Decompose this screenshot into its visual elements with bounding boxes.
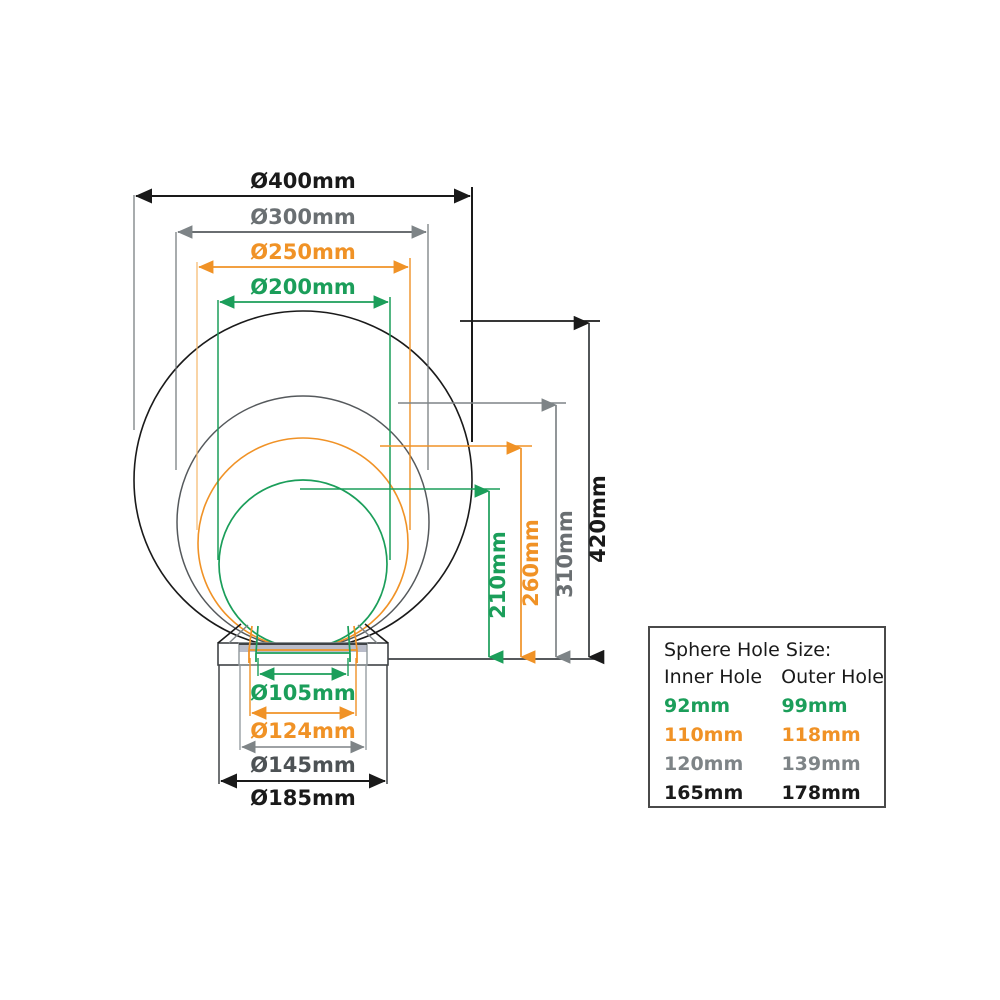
legend-row: 110mm 118mm xyxy=(664,721,884,750)
sphere-hole-size-table: Sphere Hole Size: Inner Hole Outer Hole … xyxy=(648,626,886,808)
legend-header-row: Inner Hole Outer Hole xyxy=(664,663,884,692)
dim-label-124: Ø124mm xyxy=(250,719,355,743)
neck-flare-gray xyxy=(228,624,378,644)
vertical-leader-lines xyxy=(300,320,600,660)
dim-label-310: 310mm xyxy=(553,510,577,598)
dim-label-210: 210mm xyxy=(486,531,510,619)
legend-outer-value: 139mm xyxy=(781,753,861,775)
legend-outer-value: 178mm xyxy=(781,782,861,804)
legend-inner-value: 165mm xyxy=(664,782,744,804)
vertical-dimension-lines xyxy=(474,315,605,665)
legend-inner-value: 92mm xyxy=(664,695,731,717)
base-dimension-lines xyxy=(220,667,386,789)
sphere-outlines xyxy=(133,310,473,650)
legend-row: 120mm 139mm xyxy=(664,750,884,779)
neck-flare-green xyxy=(255,625,351,654)
legend-outer-value: 118mm xyxy=(781,724,861,746)
neck-flare-orange xyxy=(248,625,358,651)
sphere-outline-250 xyxy=(197,437,409,649)
dim-label-420: 420mm xyxy=(586,475,610,563)
horizontal-dimension-lines xyxy=(135,188,471,309)
legend-header-inner: Inner Hole xyxy=(664,666,763,688)
legend-inner-value: 120mm xyxy=(664,753,744,775)
top-extension-lines xyxy=(133,187,473,560)
legend-outer-value: 99mm xyxy=(781,695,848,717)
dim-label-260: 260mm xyxy=(519,519,543,607)
legend-inner-value: 110mm xyxy=(664,724,744,746)
base-extension-lines xyxy=(218,658,388,784)
base-collar-fill xyxy=(239,643,367,652)
base-collar-green xyxy=(255,652,351,662)
dim-label-300: Ø300mm xyxy=(250,205,355,229)
sphere-outline-200 xyxy=(218,479,388,649)
neck-flare-black xyxy=(217,623,389,644)
dim-label-250: Ø250mm xyxy=(250,240,355,264)
base-assembly xyxy=(217,623,389,666)
legend-row: 165mm 178mm xyxy=(664,779,884,808)
legend-row: 92mm 99mm xyxy=(664,692,884,721)
legend-title: Sphere Hole Size: xyxy=(664,639,832,661)
dim-label-400: Ø400mm xyxy=(250,169,355,193)
dim-label-105: Ø105mm xyxy=(250,681,355,705)
legend-header-outer: Outer Hole xyxy=(781,666,884,688)
dim-label-200: Ø200mm xyxy=(250,275,355,299)
dim-label-185: Ø185mm xyxy=(250,786,355,810)
base-collar-orange xyxy=(248,649,358,663)
sphere-outline-300 xyxy=(176,395,430,649)
dim-label-145: Ø145mm xyxy=(250,753,355,777)
